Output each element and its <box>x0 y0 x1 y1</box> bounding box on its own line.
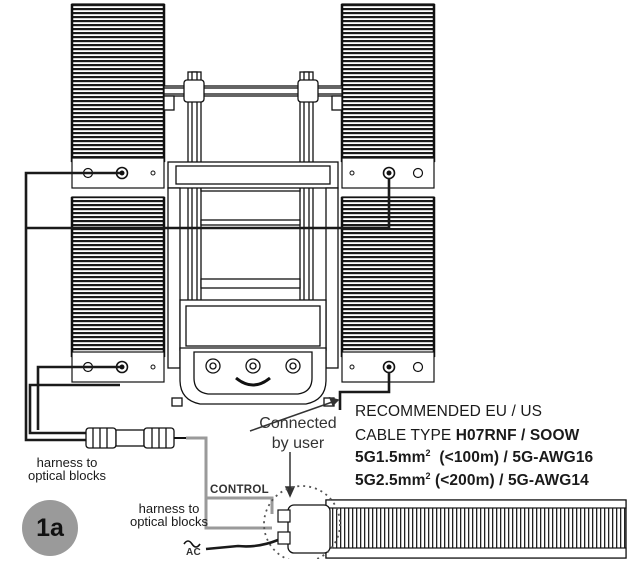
power-supply-unit <box>263 485 627 563</box>
harness-wiring <box>24 171 391 442</box>
label-connected-by-user: Connected by user <box>259 415 337 452</box>
module-bottom-left <box>70 196 166 383</box>
pointer-lines <box>249 396 340 498</box>
label-harness-upper: harness to optical blocks <box>27 455 107 483</box>
spec-line-4: 5G2.5mm2 (<200m) / 5G-AWG14 <box>355 470 589 489</box>
spec-line-2: CABLE TYPE H07RNF / SOOW <box>355 427 580 444</box>
spec-line-1: RECOMMENDED EU / US <box>355 403 543 420</box>
label-harness-lower: harness to optical blocks <box>129 501 209 529</box>
inline-connector <box>85 427 186 449</box>
label-control: CONTROL <box>210 484 269 496</box>
figure-badge: 1a <box>22 500 78 556</box>
label-ac: AC <box>186 547 202 558</box>
ac-cable <box>205 538 279 551</box>
module-top-left <box>70 3 166 189</box>
center-frame <box>163 71 343 407</box>
module-top-right <box>340 3 436 189</box>
gray-cables <box>186 436 274 530</box>
spec-line-3: 5G1.5mm2 (<100m) / 5G-AWG16 <box>355 447 594 466</box>
ac-sine-icon <box>183 540 201 548</box>
